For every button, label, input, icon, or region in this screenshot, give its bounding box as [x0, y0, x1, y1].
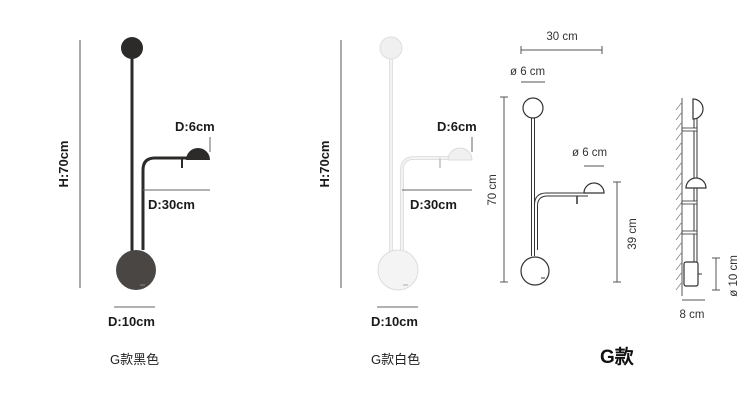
black-caption: G款黑色 [110, 352, 159, 367]
side-bracket-lower [681, 230, 698, 235]
white-top-globe [379, 36, 403, 60]
white-head-diameter-label: D:6cm [437, 119, 477, 134]
front-base-disc [520, 256, 550, 286]
white-base-diameter-label: D:10cm [371, 314, 418, 329]
model-title: G款 [600, 345, 635, 368]
white-lamp-shade [447, 147, 473, 161]
side-bracket-middle [681, 200, 698, 205]
black-height-label: H:70cm [56, 141, 71, 188]
front-width-label: 30 cm [546, 31, 577, 43]
side-technical-drawing: ø 10 cm 8 cm [675, 98, 740, 321]
side-wall-hatch [675, 101, 683, 291]
white-lamp-base [377, 249, 419, 291]
front-technical-drawing: 30 cm ø 6 cm 70 cm ø 6 cm 39 cm [487, 31, 639, 286]
black-top-globe [121, 37, 143, 59]
side-base-diameter-label: ø 10 cm [728, 255, 740, 297]
side-base [683, 261, 699, 287]
black-base-diameter-label: D:10cm [108, 314, 155, 329]
black-lamp-shade [186, 148, 210, 160]
front-shade [583, 182, 605, 194]
front-height-label: 70 cm [487, 174, 499, 205]
white-arm-length-label: D:30cm [410, 197, 457, 212]
black-arm-length-label: D:30cm [148, 197, 195, 212]
black-head-diameter-label: D:6cm [175, 119, 215, 134]
black-lamp-group: H:70cm D:6cm D:30cm D:10cm G款黑色 [56, 37, 215, 367]
black-lamp-base [116, 250, 156, 290]
black-lamp-arm [141, 156, 196, 250]
side-shade [685, 177, 707, 189]
white-lamp-group: H:70cm D:6cm D:30cm D:10cm G款白色 [317, 36, 477, 367]
side-bracket-top [681, 127, 698, 132]
front-shade-label: ø 6 cm [572, 147, 607, 159]
front-top-globe-label: ø 6 cm [510, 66, 545, 78]
front-arm-height-label: 39 cm [627, 218, 639, 249]
side-depth-label: 8 cm [680, 309, 705, 321]
side-top-globe [692, 98, 704, 120]
white-caption: G款白色 [371, 352, 420, 367]
white-height-label: H:70cm [317, 141, 332, 188]
front-arm-outer [534, 192, 588, 250]
front-arm-inner [537, 195, 588, 250]
front-top-globe [522, 97, 544, 119]
